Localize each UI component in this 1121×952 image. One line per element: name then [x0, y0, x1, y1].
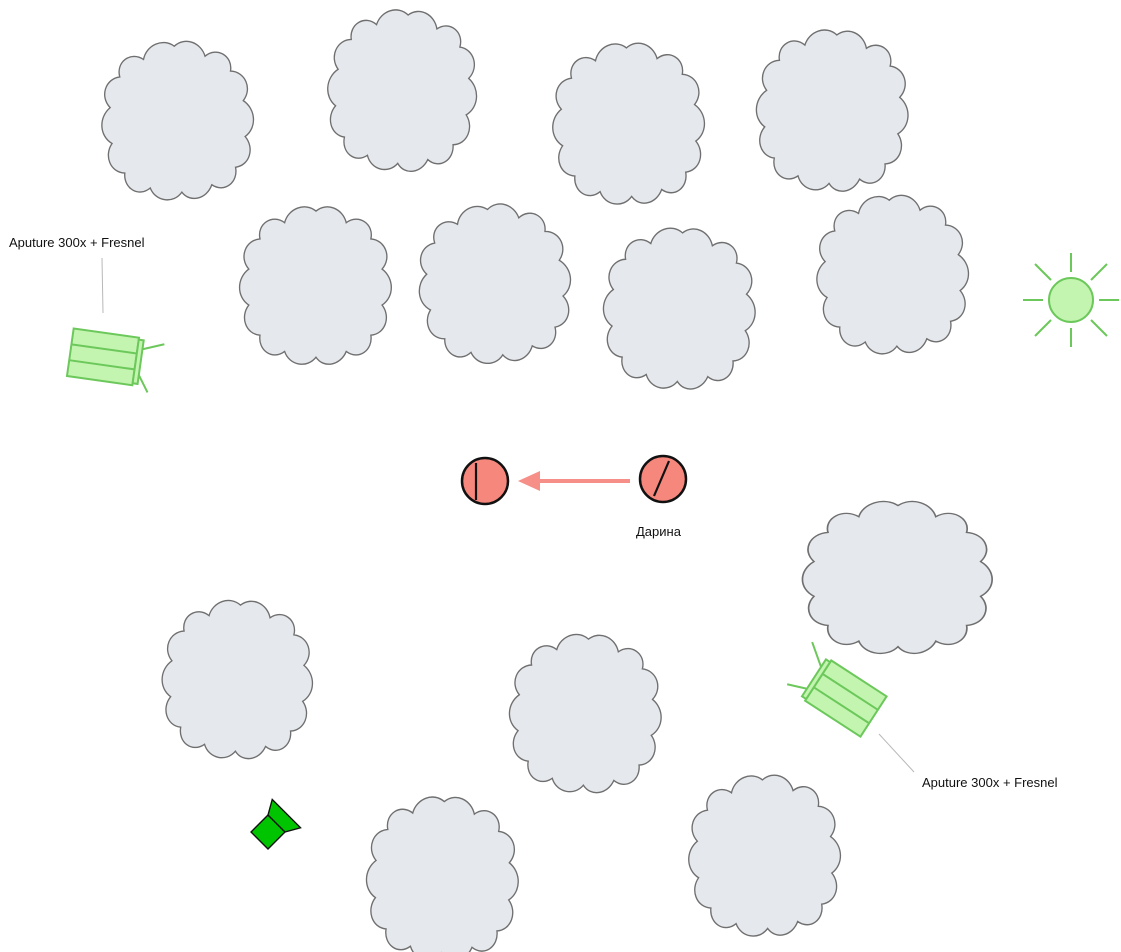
label-leaders: [101, 257, 915, 773]
cloud-bush-icon: [364, 795, 521, 952]
actor-head-icon: [460, 456, 510, 506]
cloud-bush-icon: [96, 37, 259, 204]
cloud-bush-icon: [410, 196, 580, 371]
actor-head-icon: [638, 454, 688, 504]
cloud-bush-icon: [811, 191, 974, 358]
trees-layer: [96, 4, 993, 952]
cloud-bush-icon: [506, 631, 665, 796]
cloud-bush-icon: [685, 772, 844, 939]
tree-11[interactable]: [801, 500, 993, 655]
fresnel-light-icon: [786, 641, 888, 739]
cloud-bush-icon: [600, 225, 759, 392]
light-top-left[interactable]: [65, 327, 165, 394]
camera-icon: [250, 798, 302, 850]
tree-2[interactable]: [321, 4, 483, 177]
tree-6[interactable]: [410, 196, 580, 371]
leader-line-bottom-right: [878, 733, 915, 773]
leader-line-top-left: [101, 257, 104, 314]
tree-3[interactable]: [549, 40, 708, 207]
tree-7[interactable]: [600, 225, 759, 392]
arrow-left-icon: [518, 471, 540, 491]
sun-icon: [1023, 253, 1119, 347]
fresnel-light-icon: [65, 327, 165, 393]
tree-4[interactable]: [751, 25, 913, 196]
cloud-bush-icon: [801, 500, 993, 655]
cloud-bush-icon: [321, 4, 483, 177]
cloud-bush-icon: [158, 597, 316, 762]
actor-start[interactable]: [638, 454, 688, 504]
sun[interactable]: [1023, 253, 1119, 347]
tree-10[interactable]: [506, 631, 665, 796]
label-light-bottom-right: Aputure 300x + Fresnel: [922, 775, 1058, 790]
label-actor-name: Дарина: [636, 524, 682, 539]
tree-13[interactable]: [685, 772, 844, 939]
tree-12[interactable]: [364, 795, 521, 952]
tree-9[interactable]: [158, 597, 316, 762]
light-bottom-right[interactable]: [783, 641, 889, 739]
tree-1[interactable]: [96, 37, 259, 204]
cloud-bush-icon: [549, 40, 708, 207]
actor-end[interactable]: [460, 456, 510, 506]
label-light-top-left: Aputure 300x + Fresnel: [9, 235, 145, 250]
tree-5[interactable]: [238, 206, 393, 365]
camera[interactable]: [245, 798, 302, 854]
tree-8[interactable]: [811, 191, 974, 358]
movement-arrow: [518, 471, 630, 491]
cloud-bush-icon: [751, 25, 913, 196]
cloud-bush-icon: [238, 206, 393, 365]
